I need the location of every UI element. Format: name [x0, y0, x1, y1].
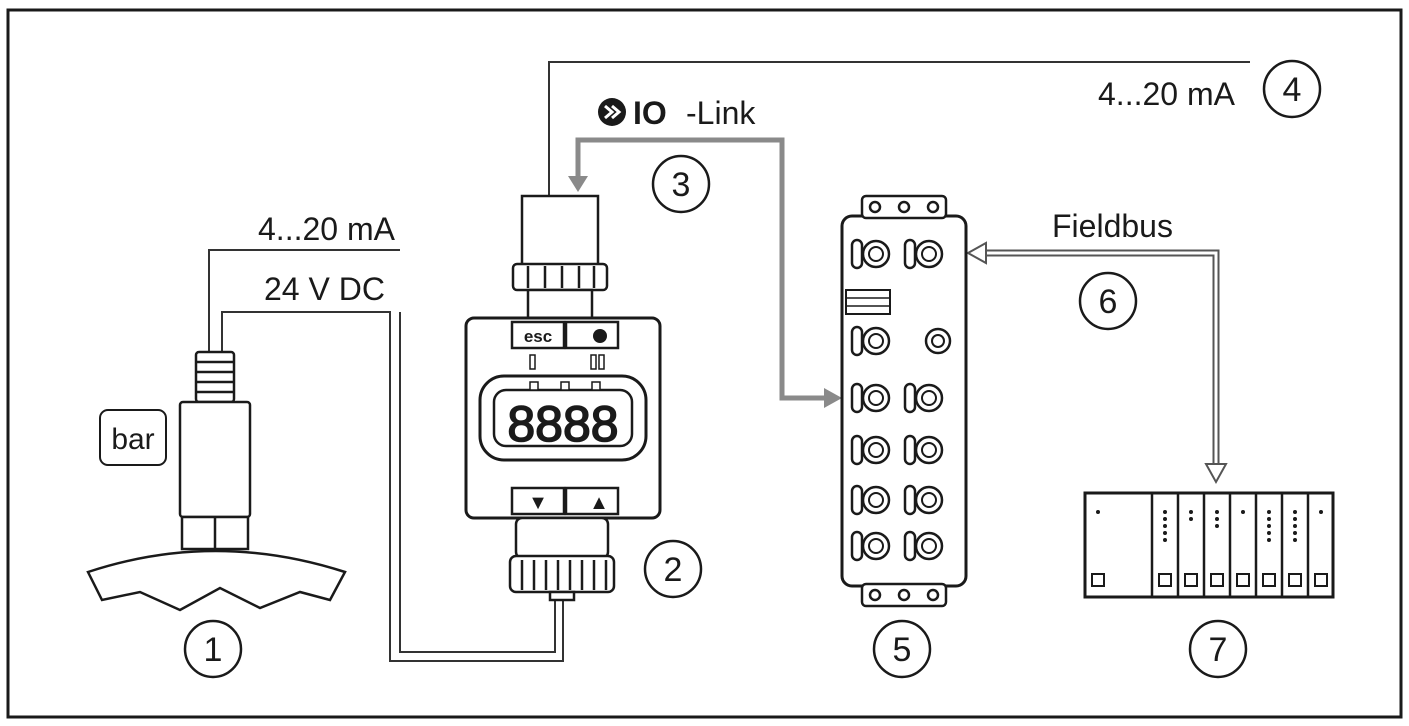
display-unit: [464, 194, 662, 602]
master-port: [903, 238, 944, 270]
controller-module: [1314, 510, 1328, 587]
enter-button-icon: [593, 329, 607, 343]
callout-1: 1: [183, 619, 243, 679]
master-port: [850, 434, 891, 466]
callout-5: 5: [872, 619, 932, 679]
display-indicators: [529, 354, 605, 370]
master-port: [903, 484, 944, 516]
master-port: [903, 434, 944, 466]
callout-6: 6: [1078, 271, 1138, 331]
controller-module: [1262, 510, 1276, 587]
unit-box-bar: bar: [99, 409, 167, 466]
pressure-sensor: [178, 350, 252, 551]
process-pipe: [86, 549, 347, 612]
controller-module: [1158, 510, 1172, 587]
io-link-logo: IO -Link: [598, 95, 756, 131]
master-port: [850, 382, 891, 414]
callout-2: 2: [643, 539, 703, 599]
outer-frame: [6, 8, 1403, 719]
io-link-io: IO: [633, 95, 667, 131]
svg-text:5: 5: [893, 631, 912, 669]
svg-text:bar: bar: [111, 423, 154, 456]
callout-4: 4: [1262, 59, 1322, 119]
callout-7: 7: [1188, 619, 1248, 679]
controller-module: [1236, 510, 1250, 587]
master-port: [850, 484, 891, 516]
master-port: [903, 530, 944, 562]
callout-3: 3: [651, 154, 711, 214]
master-port: [850, 325, 891, 357]
fieldbus-arrow: [965, 241, 1228, 485]
svg-text:1: 1: [204, 631, 223, 669]
wire-current-top: [548, 61, 1250, 196]
controller-modules: [1091, 510, 1328, 587]
master-port: [850, 530, 891, 562]
down-button: ▼: [528, 492, 548, 514]
label-current-top: 4...20 mA: [1098, 76, 1236, 112]
master-port: [850, 238, 891, 270]
controller-module: [1210, 510, 1224, 587]
wire-supply-inner: [399, 312, 556, 653]
master-port: [924, 327, 952, 355]
master-label-plate: [845, 289, 891, 315]
svg-text:2: 2: [664, 551, 683, 589]
svg-text:6: 6: [1099, 283, 1118, 321]
master-ports: [845, 238, 952, 562]
controller-module: [1288, 510, 1302, 587]
controller-module: [1184, 510, 1198, 587]
wire-supply-outer: [221, 311, 564, 662]
label-fieldbus: Fieldbus: [1052, 208, 1173, 244]
sensor-wires: [208, 61, 1250, 662]
io-link-link: -Link: [686, 95, 756, 131]
io-link-arrow: [568, 137, 842, 408]
display-digits: 8888: [507, 396, 618, 452]
label-supply: 24 V DC: [264, 271, 385, 307]
svg-text:4: 4: [1283, 71, 1302, 109]
label-current-sensor: 4...20 mA: [258, 211, 396, 247]
up-button: ▲: [589, 492, 609, 514]
wire-current-sensor: [208, 249, 400, 352]
master-port: [903, 382, 944, 414]
esc-button: esc: [524, 327, 552, 346]
svg-text:7: 7: [1209, 631, 1228, 669]
svg-text:3: 3: [672, 166, 691, 204]
controller-module: [1091, 510, 1105, 587]
